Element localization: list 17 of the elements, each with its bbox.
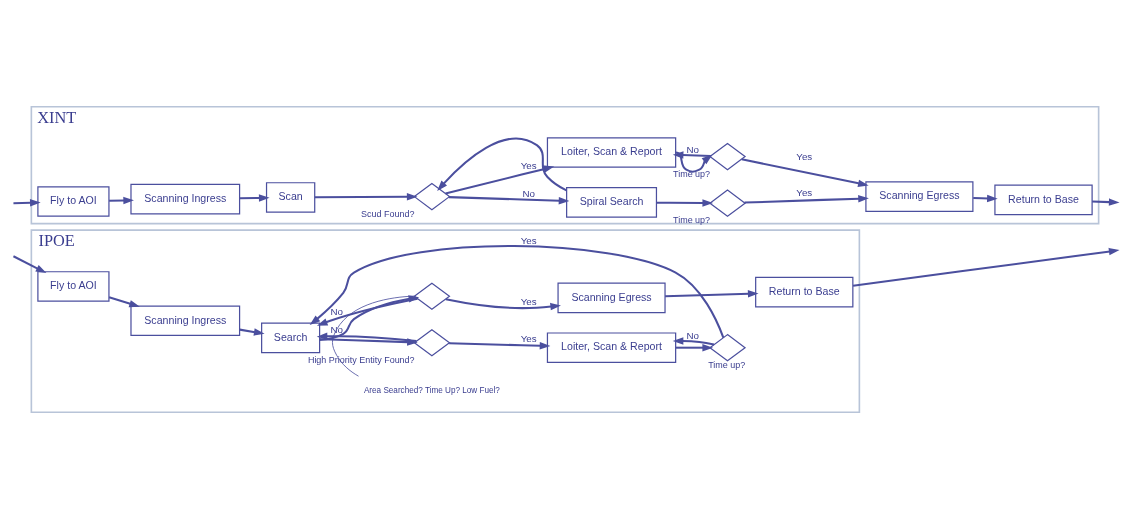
edge-label: Yes xyxy=(520,295,537,307)
edge-label: Yes xyxy=(520,332,537,344)
edge-label: Yes xyxy=(796,150,813,162)
node-label: Time up? xyxy=(673,168,711,179)
node-label: Scud Found? xyxy=(361,208,415,219)
edge-label: No xyxy=(330,323,344,335)
node-label: Time up? xyxy=(673,214,711,225)
node-label: High Priority Entity Found? xyxy=(307,354,415,365)
edge-label: No xyxy=(330,305,344,317)
node-text: Area Searched? Time Up? Low Fuel? xyxy=(363,385,500,395)
edge-label: Yes xyxy=(520,159,537,171)
edge-label: No xyxy=(686,143,700,155)
edge-label: No xyxy=(522,187,535,199)
edge-label: No xyxy=(686,329,700,341)
node-label: Time up? xyxy=(708,359,746,370)
edge-label: Yes xyxy=(796,186,813,198)
edge-label: Yes xyxy=(520,234,537,246)
